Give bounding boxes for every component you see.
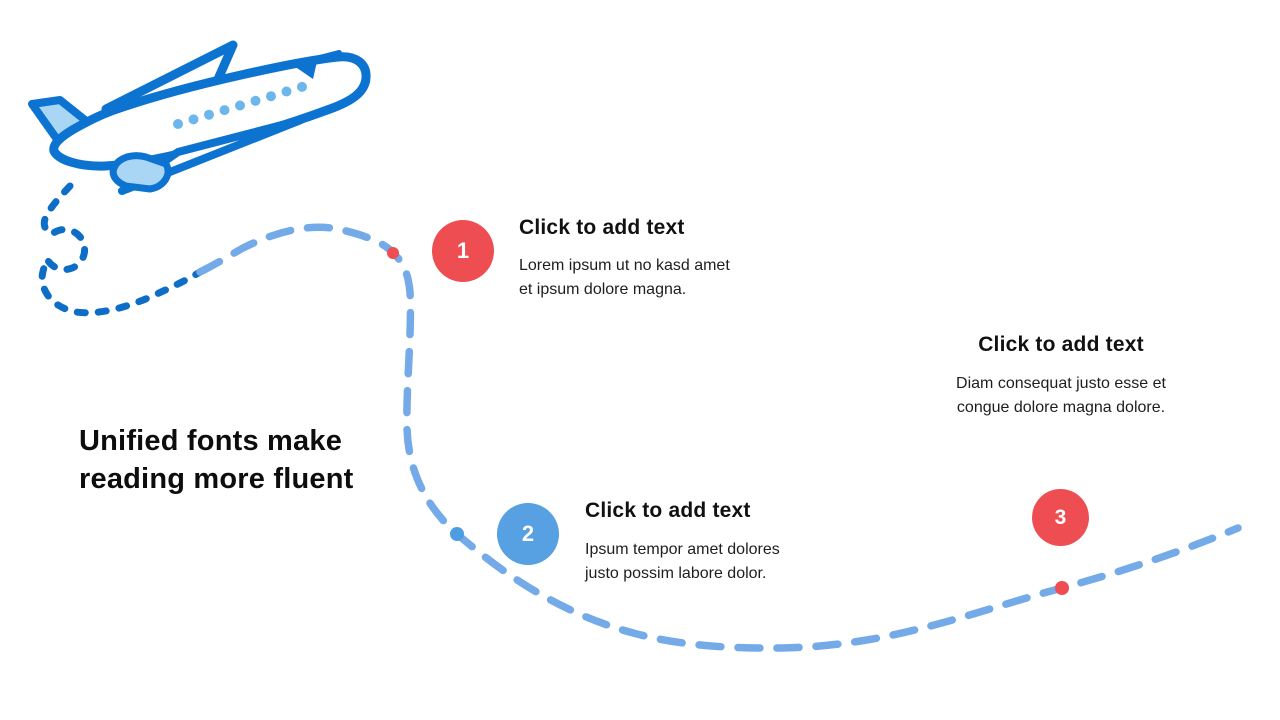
step-2-body[interactable]: Ipsum tempor amet dolores justo possim l… — [585, 541, 780, 582]
path-marker-dot-3 — [1055, 581, 1069, 595]
airplane-windows — [173, 81, 307, 129]
step-2-heading[interactable]: Click to add text — [585, 499, 751, 522]
airplane-cockpit — [294, 57, 318, 79]
flight-path-dark — [38, 182, 204, 317]
step-2-badge[interactable]: 2 — [497, 503, 559, 565]
path-marker-dot-1 — [387, 247, 399, 259]
step-1-heading[interactable]: Click to add text — [519, 216, 685, 239]
step-3-badge[interactable]: 3 — [1032, 489, 1089, 546]
slide-title[interactable]: Unified fonts make reading more fluent — [79, 425, 354, 495]
step-3-heading[interactable]: Click to add text — [978, 333, 1144, 356]
airplane-engine — [109, 152, 172, 193]
step-1-number: 1 — [456, 238, 470, 263]
step-2-number: 2 — [521, 521, 535, 546]
airplane-icon — [28, 40, 371, 195]
step-3-body[interactable]: Diam consequat justo esse et congue dolo… — [956, 375, 1166, 416]
step-3-number: 3 — [1054, 505, 1067, 529]
path-marker-dot-2 — [450, 527, 464, 541]
step-1-badge[interactable]: 1 — [432, 220, 494, 282]
step-3-text-block: Click to add text Diam consequat justo e… — [941, 332, 1181, 420]
step-1-body[interactable]: Lorem ipsum ut no kasd amet et ipsum dol… — [519, 257, 730, 298]
